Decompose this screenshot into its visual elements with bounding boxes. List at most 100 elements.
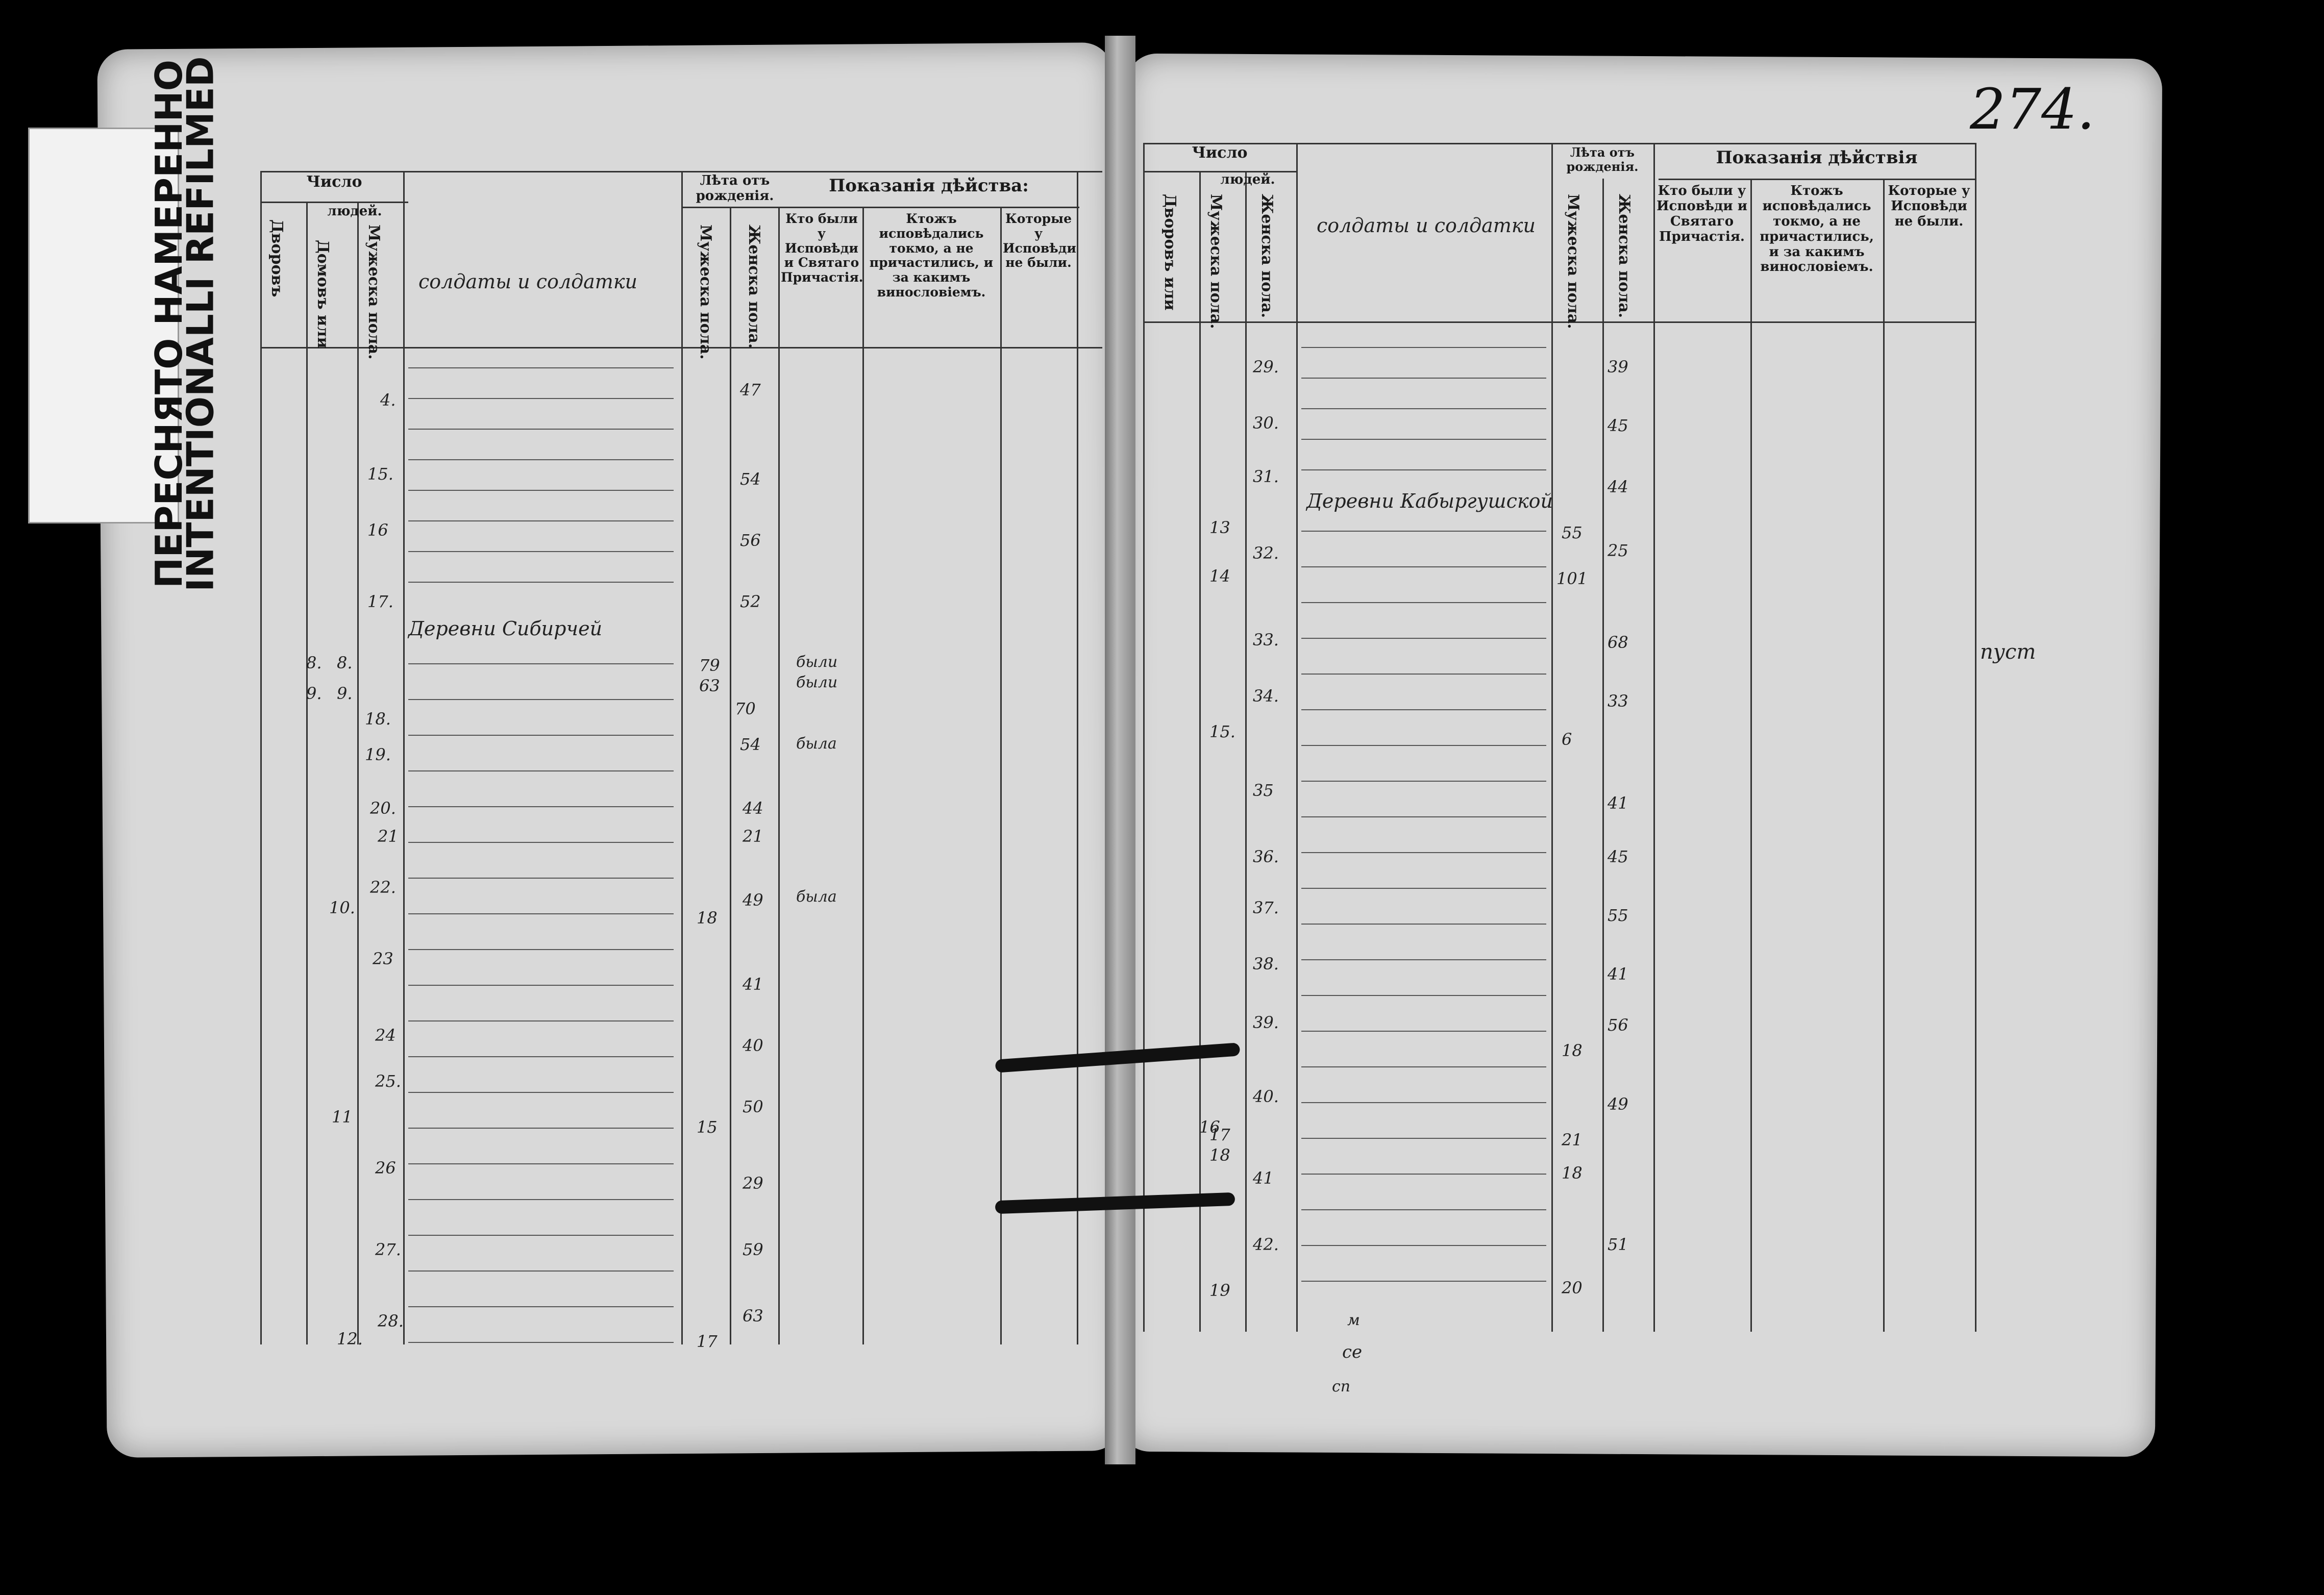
age-female: 55 xyxy=(1608,906,1628,925)
row-number: 17. xyxy=(367,592,393,611)
header-let-muzh: Мужеска пола. xyxy=(697,225,714,360)
row-number: 35 xyxy=(1253,781,1274,800)
header-lyudey: людей. xyxy=(327,204,382,219)
header-dvorov: Дворовъ xyxy=(268,219,286,297)
confession-mark: была xyxy=(796,735,837,753)
row-number: 22. xyxy=(370,878,396,897)
confession-mark: была xyxy=(796,888,837,906)
bottom-mark: се xyxy=(1342,1342,1363,1362)
row-number: 16 xyxy=(367,520,388,540)
row-number: 36. xyxy=(1253,847,1279,866)
header-domov: Домовъ или xyxy=(314,240,332,348)
row-number: 42. xyxy=(1253,1235,1279,1254)
age-female: 44 xyxy=(743,799,763,818)
age-female: 45 xyxy=(1608,416,1628,435)
age-male: 18 xyxy=(697,908,718,928)
age-female: 44 xyxy=(1608,477,1628,496)
house-number: 13 xyxy=(1209,518,1230,537)
header-zhen: Женска пола. xyxy=(1258,194,1276,318)
left-section-title: солдаты и солдатки xyxy=(418,270,638,293)
row-number: 27. xyxy=(375,1240,401,1259)
header-let-muzh: Мужеска пола. xyxy=(1564,194,1582,329)
row-number: 41 xyxy=(1253,1168,1274,1188)
age-female: 49 xyxy=(1608,1094,1628,1114)
row-number: 18. xyxy=(365,709,391,729)
age-male: 6 xyxy=(1562,730,1572,749)
house-number: 9. xyxy=(306,684,322,703)
age-male: 79 xyxy=(699,656,720,675)
row-number: 29. xyxy=(1253,357,1279,377)
age-female: 51 xyxy=(1608,1235,1628,1254)
age-female: 21 xyxy=(743,827,763,846)
header-muzh: Мужеска пола. xyxy=(365,225,383,360)
stamp-line-en: INTENTIONALLI REFILMED xyxy=(179,56,222,592)
folio-number: 274. xyxy=(1970,77,2095,142)
age-male: 101 xyxy=(1556,569,1588,588)
confession-mark: были xyxy=(796,674,838,691)
row-number: 15. xyxy=(367,464,393,484)
header-let-zhen: Женска пола. xyxy=(745,225,763,349)
age-female: 25 xyxy=(1608,541,1628,560)
house-number: 8. xyxy=(306,653,322,672)
age-male: 15 xyxy=(697,1117,718,1137)
bottom-mark: м xyxy=(1347,1311,1360,1329)
house-number: 12. xyxy=(337,1329,363,1349)
house-number: 11 xyxy=(332,1107,353,1127)
age-female: 45 xyxy=(1608,847,1628,866)
header-muzh: Мужеска пола. xyxy=(1207,194,1225,329)
header-pokazaniya: Показанія дѣйства: xyxy=(829,176,1029,196)
header-let-zhen: Женска пола. xyxy=(1615,194,1633,318)
header-chislo: Число xyxy=(306,173,362,191)
age-male: 18 xyxy=(1562,1041,1583,1060)
row-number: 38. xyxy=(1253,954,1279,974)
age-female: 21 xyxy=(1562,1130,1583,1150)
row-number: 39. xyxy=(1253,1013,1279,1032)
header-col-ktozh: Ктожъ исповѣдались токмо, а не причастил… xyxy=(1760,183,1874,275)
header-let-ot: Лѣта отъ рожденія. xyxy=(696,173,774,204)
age-male: 63 xyxy=(699,676,720,695)
book-spine xyxy=(1105,36,1135,1464)
age-female: 70 xyxy=(735,699,756,718)
row-number: 33. xyxy=(1253,630,1279,650)
age-female: 33 xyxy=(1608,691,1628,711)
row-number: 20. xyxy=(370,799,396,818)
house-number: 14 xyxy=(1209,566,1230,586)
row-number: 28. xyxy=(378,1311,404,1331)
row-number: 32. xyxy=(1253,543,1279,563)
house-number: 16 xyxy=(1199,1117,1220,1137)
row-number: 8. xyxy=(337,653,353,672)
age-female: 68 xyxy=(1608,633,1628,652)
row-number: 34. xyxy=(1253,686,1279,706)
row-number: 24 xyxy=(375,1026,396,1045)
row-number: 23 xyxy=(373,949,393,968)
age-female: 49 xyxy=(743,890,763,910)
row-number: 21 xyxy=(378,827,399,846)
header-col-ktozh: Ктожъ исповѣдались токмо, а не причастил… xyxy=(869,211,994,300)
row-number: 26 xyxy=(375,1158,396,1178)
header-let-ot: Лѣта отъ рожденія. xyxy=(1566,145,1639,174)
age-female: 41 xyxy=(743,975,763,994)
header-pokazaniya: Показанія дѣйствія xyxy=(1716,147,1918,168)
bottom-mark: сп xyxy=(1332,1378,1351,1395)
age-female: 41 xyxy=(1608,793,1628,813)
age-male: 17 xyxy=(697,1332,718,1351)
age-female: 41 xyxy=(1608,964,1628,984)
header-col-kto: Кто были у Исповѣди и Святаго Причастія. xyxy=(1656,183,1748,244)
row-number: 4. xyxy=(380,390,396,410)
right-village-name: Деревни Кабыргушской xyxy=(1306,490,1553,512)
row-number: 19. xyxy=(365,745,391,764)
header-col-kto: Кто были у Исповѣди и Святаго Причастія. xyxy=(781,211,863,285)
row-number: 9. xyxy=(337,684,353,703)
age-female: 56 xyxy=(740,531,761,550)
age-female: 52 xyxy=(740,592,761,611)
left-village-name: Деревни Сибирчей xyxy=(408,617,603,640)
margin-note: пуст xyxy=(1980,640,2036,664)
age-female: 54 xyxy=(740,735,761,754)
row-number: 40. xyxy=(1253,1087,1279,1106)
header-col-kotorye: Которые у Исповѣди не были. xyxy=(1003,211,1076,270)
age-female: 59 xyxy=(743,1240,763,1259)
row-number: 25. xyxy=(375,1071,401,1091)
house-number: 18 xyxy=(1209,1145,1230,1165)
row-number: 37. xyxy=(1253,898,1279,917)
header-dvorov: Дворовъ или xyxy=(1161,194,1179,311)
